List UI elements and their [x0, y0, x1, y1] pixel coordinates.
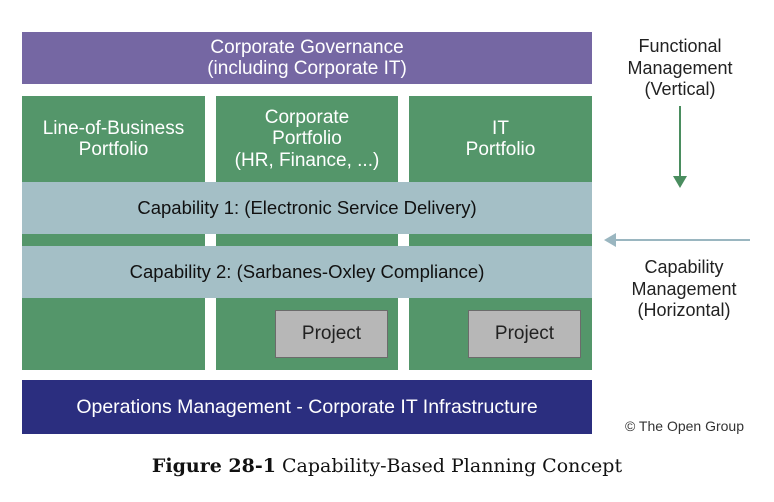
corporate-governance-label: Corporate Governance (including Corporat…: [207, 36, 407, 79]
corporate-project-box: Project: [275, 310, 388, 358]
horizontal-arrow: [604, 233, 750, 247]
vertical-arrow: [673, 106, 687, 188]
it-portfolio-label: IT Portfolio: [465, 117, 536, 160]
project-label: Project: [494, 323, 555, 344]
capability-1-band: Capability 1: (Electronic Service Delive…: [22, 182, 592, 234]
operations-management-bar: Operations Management - Corporate IT Inf…: [22, 380, 592, 434]
corporate-portfolio-label: Corporate Portfolio (HR, Finance, ...): [234, 107, 380, 171]
capability-management-label: Capability Management (Horizontal): [631, 257, 737, 321]
functional-management-label: Functional Management (Vertical): [627, 36, 733, 100]
figure-number: Figure 28-1: [151, 455, 276, 477]
it-project-box: Project: [468, 310, 581, 358]
operations-management-label: Operations Management - Corporate IT Inf…: [76, 395, 538, 418]
corporate-governance-bar: Corporate Governance (including Corporat…: [22, 32, 592, 84]
project-label: Project: [301, 323, 362, 344]
capability-2-label: Capability 2: (Sarbanes-Oxley Compliance…: [129, 261, 485, 282]
figure-title: Capability-Based Planning Concept: [281, 455, 623, 477]
capability-1-label: Capability 1: (Electronic Service Delive…: [137, 197, 477, 218]
capability-2-band: Capability 2: (Sarbanes-Oxley Compliance…: [22, 246, 592, 298]
copyright-notice: © The Open Group: [624, 418, 744, 434]
line-of-business-portfolio-label: Line-of-Business Portfolio: [42, 117, 185, 160]
